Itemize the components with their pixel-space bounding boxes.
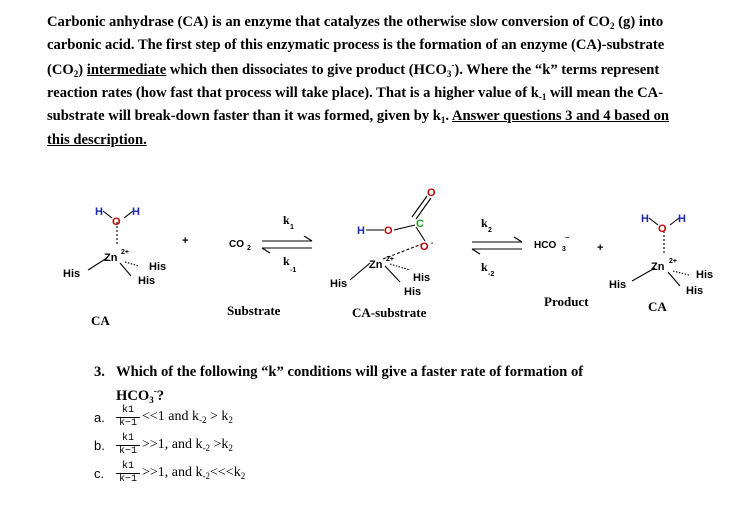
ca-zn-charge: 2+ [121,249,129,256]
cas-h: H [357,225,365,237]
ca-his-2: His [149,261,166,273]
km1-label: k [283,254,290,268]
cas-c: C [416,218,424,230]
k2-label: k [481,216,488,230]
plus-sign-1: + [182,235,188,247]
reaction-scheme: H O H Zn 2+ His His His CA + CO 2 Substr… [63,187,713,328]
cas-zn: Zn [369,259,383,271]
cas-o: O [384,225,393,237]
svg-text:3: 3 [562,246,566,253]
svg-text:2+: 2+ [669,258,677,265]
km2-label: k [481,260,488,274]
label-substrate: Substrate [227,303,281,318]
svg-text:-2: -2 [488,271,494,278]
option-letter: a. [94,409,105,425]
option-letter: c. [94,465,105,481]
svg-text:−: − [565,235,569,242]
plus-sign-2: + [597,242,603,254]
option-condition: <<1 and k-2 > k2 [142,409,233,425]
label-ca-right: CA [648,299,667,314]
svg-text:2+: 2+ [386,256,394,263]
hco3-label: HCO [534,240,556,251]
ca-zn: Zn [104,252,118,264]
instruction-underlined: Answer questions 3 and 4 based on this d… [47,108,669,148]
co2-label: CO [229,239,244,250]
option-letter: b. [94,437,105,453]
svg-text:1: 1 [290,224,294,231]
ca2-his-1: His [609,279,626,291]
label-ca-substrate: CA-substrate [352,305,427,320]
label-ca: CA [91,313,110,328]
svg-text:2: 2 [247,245,251,252]
ca-h-left: H [95,206,103,218]
cas-o-double: O [427,187,436,199]
cas-his-2: His [413,272,430,284]
svg-text:-: - [431,240,434,247]
ca2-his-2: His [696,269,713,281]
cas-his-3: His [404,286,421,298]
cas-his-1: His [330,278,347,290]
option-condition: >>1, and k-2 >k2 [142,437,233,453]
ca-his-1: His [63,268,80,280]
ca2-h-left: H [641,213,649,225]
ca2-his-3: His [686,285,703,297]
ca2-zn: Zn [651,261,665,273]
ca-his-3: His [138,275,155,287]
label-product: Product [544,294,589,309]
k1-label: k [283,213,290,227]
svg-text:-1: -1 [290,267,296,274]
question-number: 3. [94,364,105,380]
intermediate-term: intermediate [86,61,167,78]
intro-paragraph: Carbonic anhydrase (CA) is an enzyme tha… [47,14,669,148]
svg-text:2: 2 [488,227,492,234]
ca-h-right: H [132,206,140,218]
question-3: 3. Which of the following “k” conditions … [94,364,584,405]
ca2-o: O [658,223,667,235]
question-text: Which of the following “k” conditions wi… [116,364,584,380]
ca2-h-right: H [678,213,686,225]
ca-o: O [112,216,121,228]
option-condition: >>1, and k-2<<<k2 [142,465,246,481]
cas-o-minus: O [420,241,429,253]
